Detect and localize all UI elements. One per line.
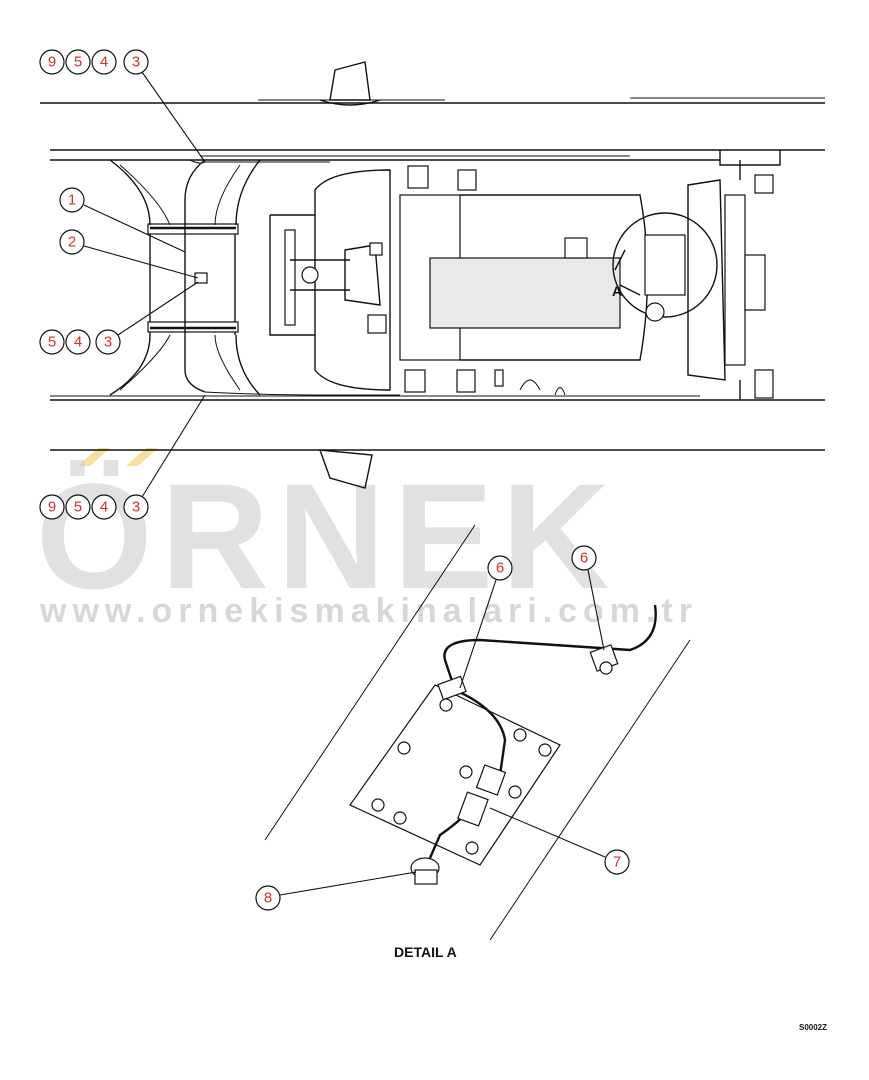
detail-a-circle (612, 212, 718, 318)
callout-detail-7: 7 (613, 854, 621, 871)
detail-a: 6 6 7 8 DETAIL A (255, 524, 691, 960)
plate-bolts (371, 698, 552, 855)
callout-group-top: 9 5 4 3 (39, 49, 206, 163)
callout-group-mid: 5 4 3 (39, 281, 199, 355)
watermark-url: www.ornekismakinalari.com.tr (39, 592, 698, 630)
coupling (344, 244, 381, 306)
callout-bottom-2: 4 (100, 499, 108, 516)
callout-top-3: 3 (132, 54, 140, 71)
callout-detail-6a: 6 (496, 560, 504, 577)
motor-plate (429, 257, 621, 329)
callout-mid-0: 5 (48, 334, 56, 351)
callout-2: 2 (59, 229, 199, 279)
drawing-code: S0002Z (799, 1023, 827, 1032)
mounting-plate (349, 684, 561, 866)
connector-lower (457, 791, 489, 827)
frame-assembly: A (40, 61, 825, 489)
end-flange (687, 179, 726, 381)
watermark: ÖRNEK www.ornekismakinalari.com.tr (36, 448, 698, 630)
callout-bottom-1: 5 (74, 499, 82, 516)
callout-detail-6b: 6 (580, 550, 588, 567)
callout-mid-2: 3 (104, 334, 112, 351)
callout-1: 1 (59, 187, 186, 253)
callout-mid-1: 4 (74, 334, 82, 351)
callout-group-bottom: 9 5 4 3 (39, 394, 206, 520)
callout-top-1: 5 (74, 54, 82, 71)
detail-title: DETAIL A (394, 944, 457, 960)
harness-clip (194, 272, 208, 284)
top-cap (329, 61, 371, 101)
callout-1-label: 1 (68, 192, 76, 209)
connector-upper (475, 764, 507, 796)
wire-harness-left (184, 159, 206, 393)
detail-a-marker: A (612, 283, 622, 299)
bottom-cap (318, 449, 373, 489)
callout-top-2: 4 (100, 54, 108, 71)
sensor-cable (443, 604, 657, 776)
callout-bottom-3: 3 (132, 499, 140, 516)
callout-2-label: 2 (68, 234, 76, 251)
gearbox-housing (314, 169, 391, 391)
callout-top-0: 9 (48, 54, 56, 71)
callout-bottom-0: 9 (48, 499, 56, 516)
callout-detail-8: 8 (264, 890, 272, 907)
watermark-brand: ÖRNEK (36, 452, 618, 620)
cable-clip-1 (437, 675, 467, 701)
